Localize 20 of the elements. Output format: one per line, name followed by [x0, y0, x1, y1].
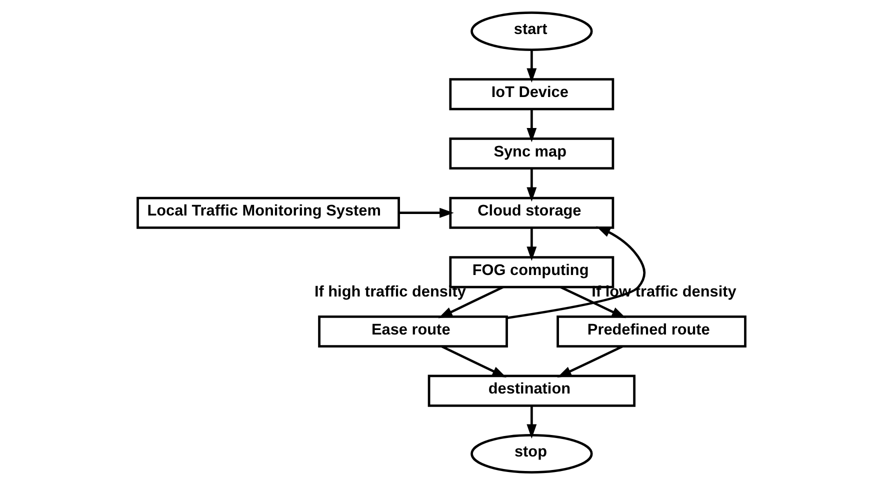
arrow — [526, 168, 537, 202]
node-box: Sync map — [449, 138, 614, 170]
node-box: Cloud storage — [449, 196, 614, 229]
arrow — [441, 345, 506, 378]
node-box: destination — [428, 374, 636, 407]
node-box: Ease route — [318, 315, 508, 348]
arrow — [557, 345, 624, 378]
node-box: Predefined route — [556, 315, 746, 348]
arrow — [438, 286, 504, 318]
arrow — [398, 208, 454, 218]
arrow — [506, 226, 646, 320]
arrow — [526, 109, 537, 142]
node-box: IoT Device — [449, 78, 614, 110]
node-box: Local Traffic Monitoring System — [136, 196, 400, 229]
arrow — [526, 50, 537, 83]
arrow — [526, 406, 537, 439]
arrow — [560, 286, 626, 318]
node-ellipse: stop — [470, 434, 593, 474]
arrow — [526, 228, 537, 261]
node-ellipse: start — [470, 12, 593, 51]
